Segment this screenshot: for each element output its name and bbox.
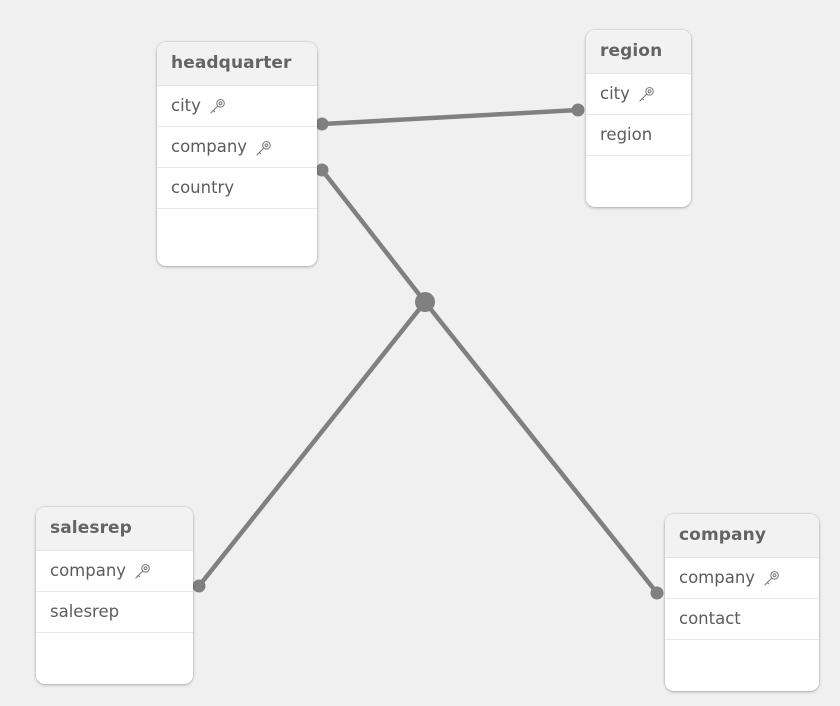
relationship-link[interactable]	[196, 299, 428, 589]
entity-empty-row[interactable]	[586, 156, 691, 205]
link-endpoint-dot[interactable]	[192, 579, 206, 593]
entity-table-title: region	[586, 30, 691, 74]
entity-table-headquarter[interactable]: headquarter city company country	[157, 42, 317, 266]
key-icon	[763, 570, 780, 587]
link-endpoint-dot[interactable]	[650, 586, 664, 600]
entity-field-label: company	[50, 560, 127, 580]
entity-field-row[interactable]: city	[157, 85, 317, 127]
entity-field-row[interactable]: company	[665, 557, 819, 599]
key-icon	[209, 98, 226, 115]
entity-field-row[interactable]: company	[36, 550, 193, 592]
key-icon	[638, 86, 655, 103]
entity-table-salesrep[interactable]: salesrep company salesrep	[36, 507, 193, 684]
entity-table-title: headquarter	[157, 42, 317, 86]
link-endpoint-dot[interactable]	[571, 103, 585, 117]
entity-field-row[interactable]: salesrep	[36, 591, 193, 634]
entity-field-row[interactable]: country	[157, 168, 317, 210]
relationship-link[interactable]	[319, 107, 581, 127]
entity-field-label: contact	[679, 608, 741, 628]
relationship-link[interactable]	[422, 299, 660, 596]
entity-field-row[interactable]: region	[586, 114, 691, 157]
link-endpoint-dot[interactable]	[315, 163, 329, 177]
entity-field-label: city	[600, 83, 630, 103]
entity-table-region[interactable]: region city region	[586, 30, 691, 207]
entity-field-label: company	[171, 136, 248, 156]
key-icon	[255, 140, 272, 157]
entity-table-title: salesrep	[36, 507, 193, 551]
entity-field-row[interactable]: company	[157, 126, 317, 169]
entity-empty-row[interactable]	[36, 633, 193, 682]
entity-field-row[interactable]: city	[586, 73, 691, 115]
link-endpoint-dot[interactable]	[315, 117, 329, 131]
entity-field-row[interactable]: contact	[665, 598, 819, 641]
key-icon	[134, 563, 151, 580]
entity-table-title: company	[665, 514, 819, 558]
entity-field-label: country	[171, 178, 235, 198]
entity-empty-row[interactable]	[665, 640, 819, 689]
entity-field-label: salesrep	[50, 601, 120, 621]
link-junction-dot[interactable]	[415, 292, 435, 312]
relationship-link[interactable]	[319, 167, 428, 305]
entity-table-company[interactable]: company company contact	[665, 514, 819, 691]
entity-empty-row[interactable]	[157, 209, 317, 258]
entity-field-label: region	[600, 124, 653, 144]
entity-field-label: company	[679, 567, 756, 587]
entity-field-label: city	[171, 95, 201, 115]
